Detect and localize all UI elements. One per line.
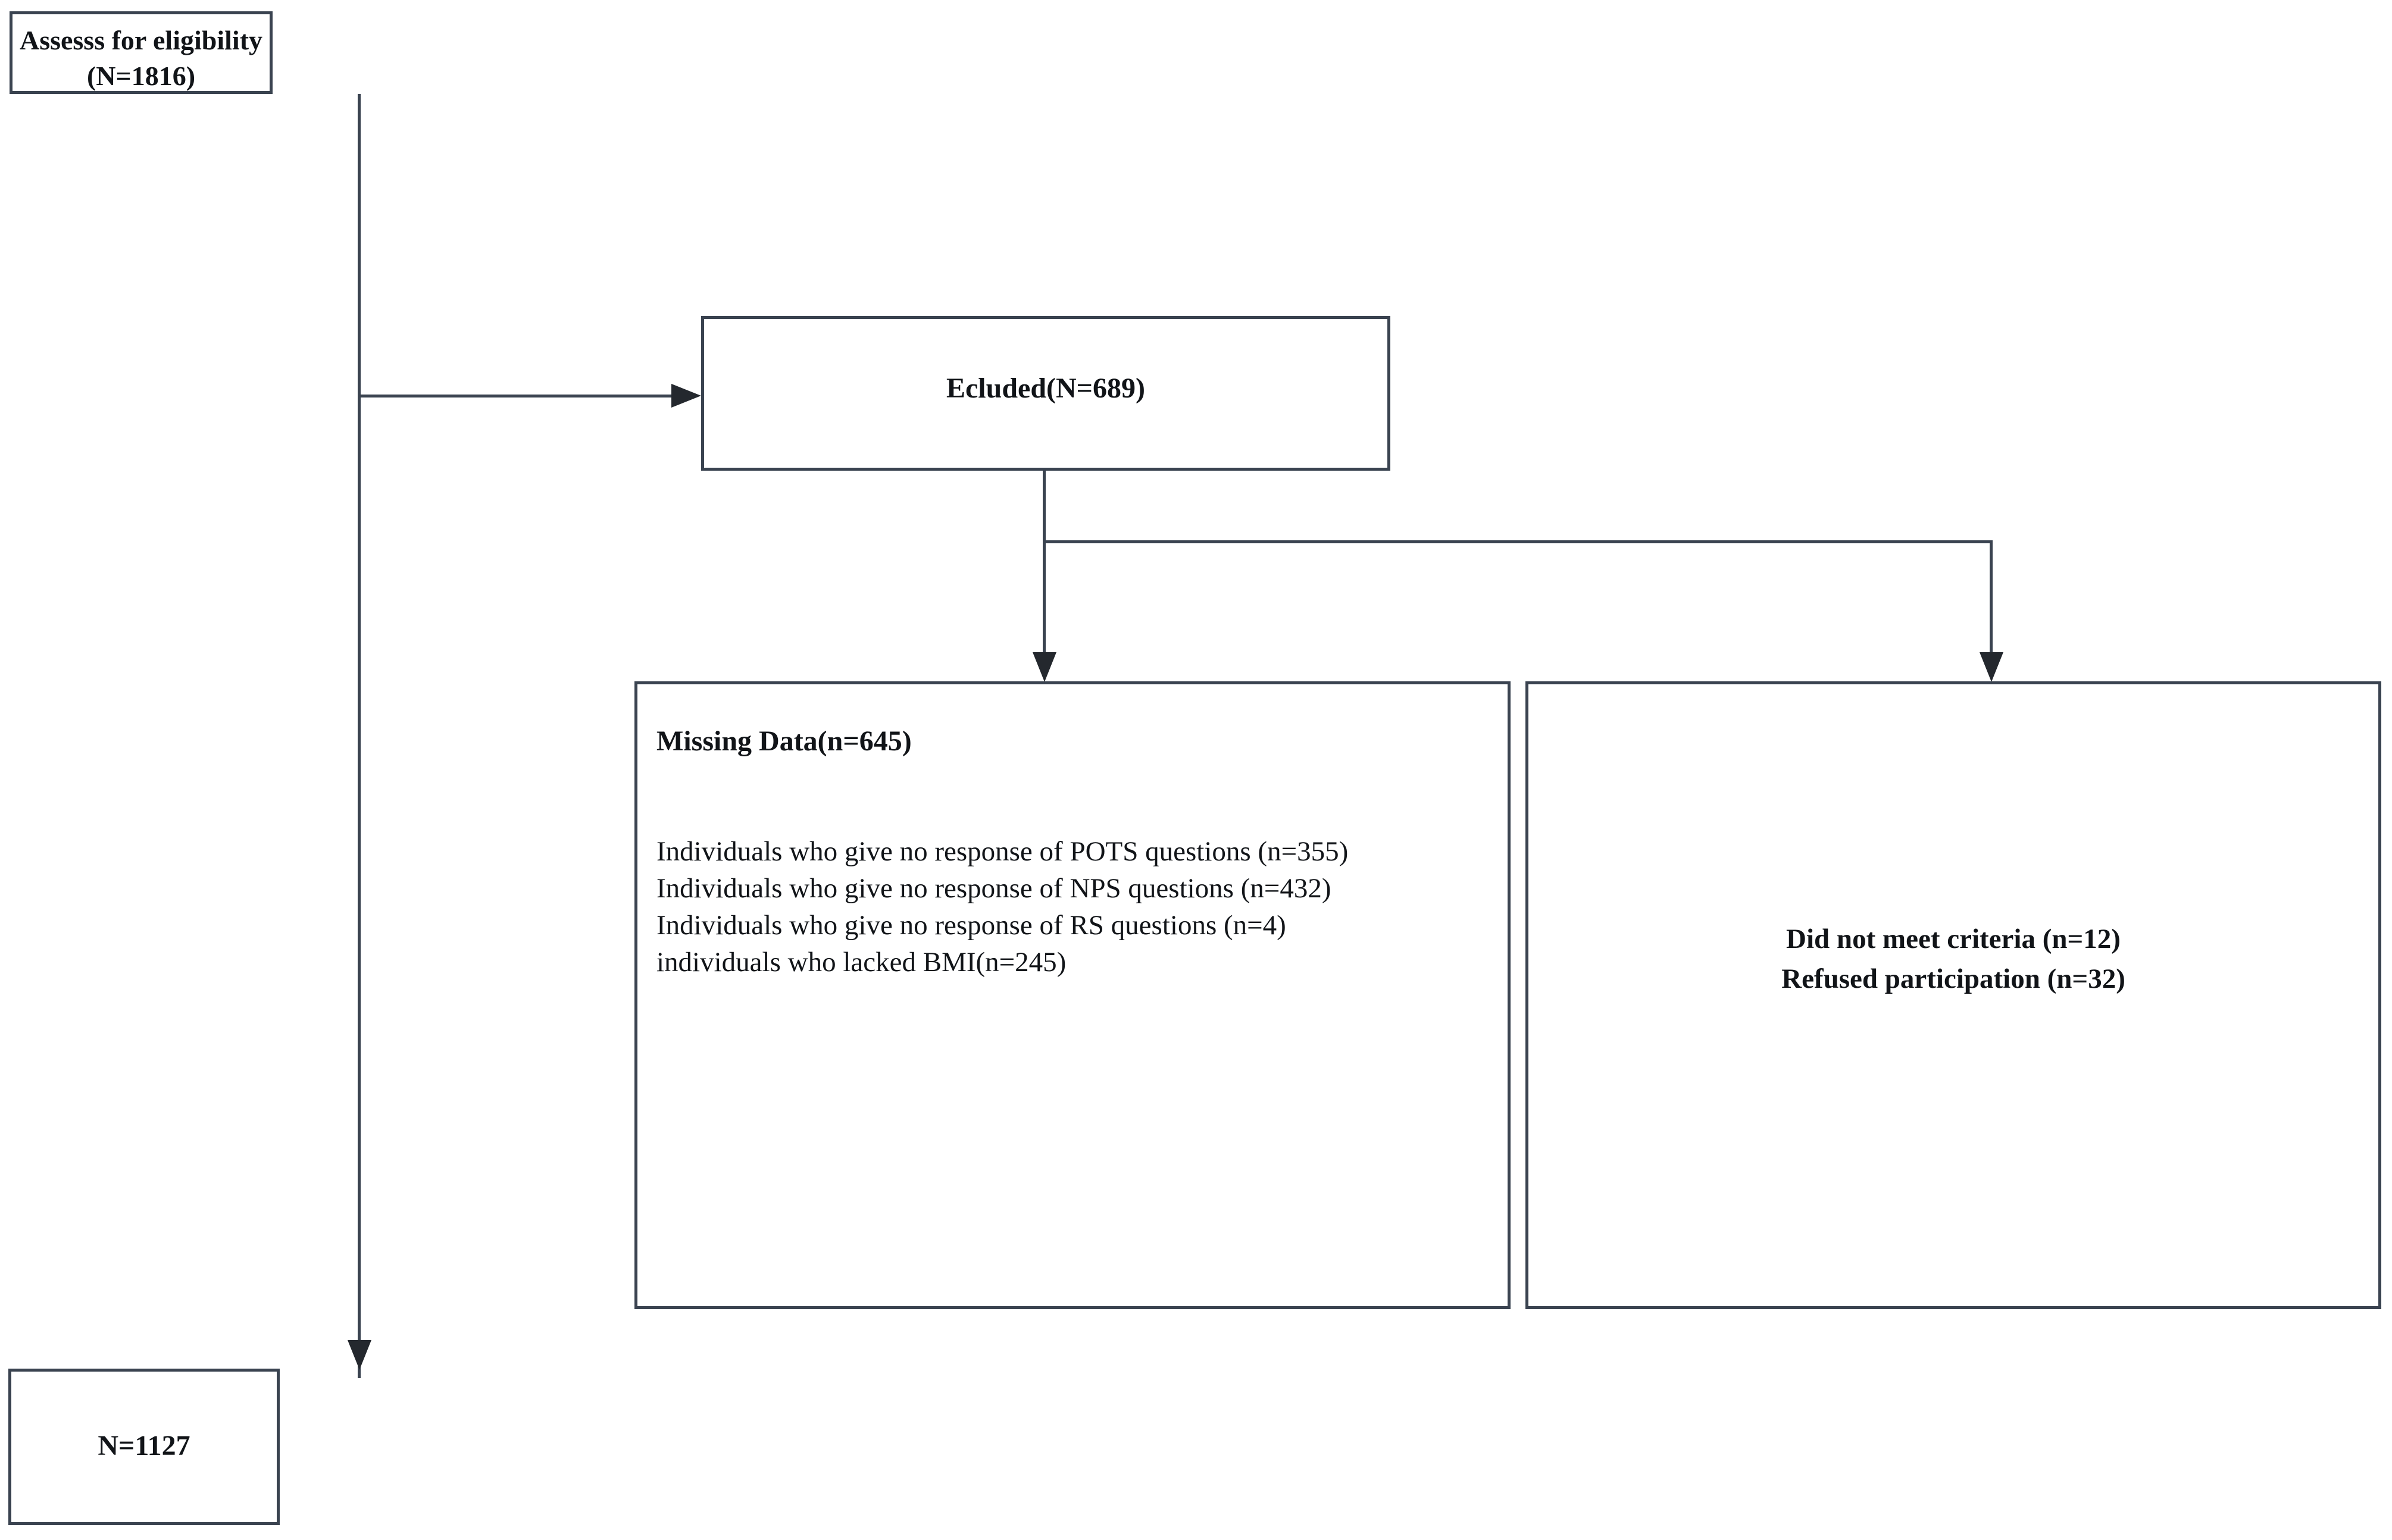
arrowhead-down-final-icon	[348, 1340, 371, 1370]
box-assess-for-eligibility-label: Assesss for eligibility (N=1816)	[19, 25, 263, 91]
box-excluded-label: Ecluded(N=689)	[946, 373, 1146, 404]
arrowhead-right-icon	[671, 384, 701, 408]
box-criteria-refused: Did not meet criteria (n=12) Refused par…	[1525, 681, 2381, 1309]
box-missing-data-heading: Missing Data(n=645)	[656, 725, 912, 757]
connector-eligibility-to-excluded	[358, 395, 684, 397]
connector-excluded-to-criteria	[1990, 540, 1993, 661]
connector-excluded-stem	[1043, 471, 1046, 543]
box-missing-data-reasons: Individuals who give no response of POTS…	[656, 836, 1349, 978]
box-assess-for-eligibility: Assesss for eligibility (N=1816)	[10, 11, 273, 94]
box-criteria-refused-label: Did not meet criteria (n=12) Refused par…	[1781, 924, 2125, 994]
box-final-sample-label: N=1127	[98, 1430, 190, 1461]
box-excluded: Ecluded(N=689)	[701, 316, 1390, 471]
box-final-sample: N=1127	[8, 1369, 280, 1525]
box-missing-data: Missing Data(n=645) Individuals who give…	[634, 681, 1511, 1309]
connector-excluded-split-bar	[1043, 540, 1993, 543]
arrowhead-down-criteria-icon	[1980, 652, 2003, 682]
connector-excluded-to-missing-data	[1043, 540, 1046, 661]
connector-eligibility-to-final	[358, 94, 361, 1378]
arrowhead-down-missing-icon	[1033, 652, 1056, 682]
